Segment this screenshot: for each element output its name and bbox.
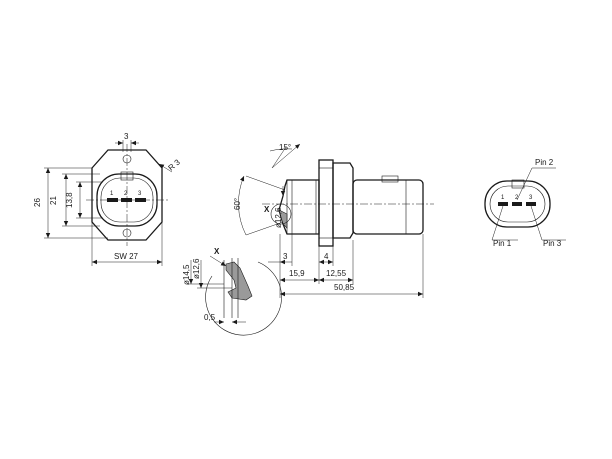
pin-num-3: 3	[529, 195, 533, 201]
front-pin-num-2: 2	[124, 191, 128, 197]
detail-circle	[205, 261, 282, 336]
dim-sw27: SW 27	[114, 252, 139, 261]
dim-len-3: 3	[283, 252, 288, 261]
dim-3-top: 3	[124, 132, 129, 141]
dim-13-8: 13,8	[65, 192, 74, 208]
side-view: 15° 60° X ø12,6 3 4 15,9 12,55	[233, 143, 434, 298]
detail-x-circle	[270, 203, 292, 225]
label-pin-3: Pin 3	[543, 239, 562, 248]
front-pin-num-3: 3	[138, 191, 142, 197]
dim-len-50-85: 50,85	[334, 283, 355, 292]
detail-x-view: X ø14,5 ø12,6 0,5	[182, 247, 282, 336]
pin-3	[526, 202, 536, 206]
pin-num-2: 2	[515, 195, 519, 201]
plug-latch	[381, 175, 399, 183]
hex-flange	[318, 159, 334, 247]
front-view: 1 2 3 3 R 3 26 21 13,8 SW 27	[33, 132, 182, 266]
pin-2	[512, 202, 522, 206]
dim-len-12-55: 12,55	[326, 269, 347, 278]
front-pin-num-1: 1	[110, 191, 114, 197]
label-pin-2: Pin 2	[535, 158, 554, 167]
seal-shading	[278, 209, 288, 229]
pin-housing-key	[511, 179, 525, 189]
dim-dia-12-6-side: ø12,6	[274, 207, 283, 228]
dim-len-15-9: 15,9	[289, 269, 305, 278]
pin-housing-inner	[489, 185, 546, 223]
detail-profile	[225, 261, 253, 301]
pin-layout-view: 1 2 3 Pin 1 Pin 2 Pin 3	[484, 158, 566, 248]
connector-body	[332, 162, 354, 239]
front-pin-1	[107, 198, 118, 202]
front-pin-2	[121, 198, 132, 202]
dim-dia-12-6-detail: ø12,6	[192, 258, 201, 279]
detail-x-side: X	[264, 205, 270, 214]
dim-dia-14-5: ø14,5	[182, 264, 191, 285]
pin-num-1: 1	[501, 195, 505, 201]
dim-len-0-5: 0,5	[204, 313, 216, 322]
plug	[352, 179, 424, 235]
label-pin-1: Pin 1	[493, 239, 512, 248]
detail-x-label: X	[214, 247, 220, 256]
front-pin-3	[135, 198, 146, 202]
pin-housing-outer	[484, 180, 551, 228]
dim-len-4: 4	[324, 252, 329, 261]
dim-21: 21	[49, 196, 58, 205]
dim-26: 26	[33, 198, 42, 207]
pin-1	[498, 202, 508, 206]
dim-15-deg: 15°	[279, 143, 291, 152]
dim-60-deg: 60°	[233, 198, 242, 210]
